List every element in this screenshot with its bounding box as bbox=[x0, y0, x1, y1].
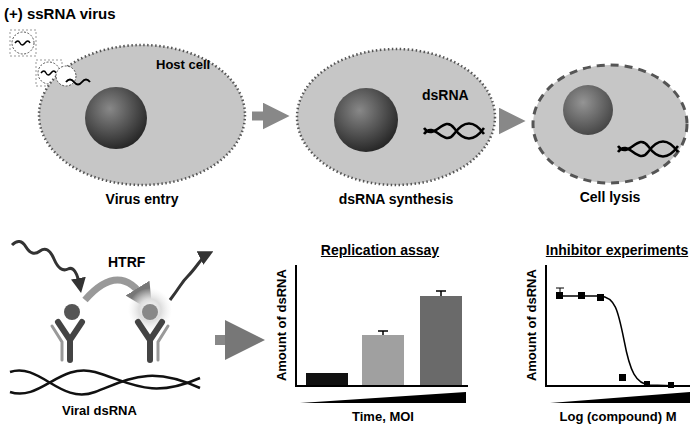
virus-icon bbox=[10, 30, 82, 86]
axis-label: Amount of dsRNA bbox=[525, 269, 539, 381]
step-caption: Virus entry bbox=[106, 192, 179, 207]
chart-title: Inhibitor experiments bbox=[546, 243, 688, 258]
cell-membrane bbox=[297, 49, 495, 185]
cell-membrane bbox=[533, 65, 687, 183]
htrf-illustration bbox=[10, 241, 245, 394]
process-arrow bbox=[252, 112, 267, 121]
bar-chart bbox=[295, 265, 468, 403]
axis-label: Log (compound) M bbox=[560, 410, 677, 424]
cell-membrane bbox=[39, 45, 245, 185]
cell-outline bbox=[294, 46, 498, 188]
dsrna-label: dsRNA bbox=[422, 88, 469, 103]
dose-response-chart bbox=[545, 265, 690, 403]
nucleus bbox=[334, 88, 398, 152]
virus-label: (+) ssRNA virus bbox=[4, 6, 116, 23]
step-caption: dsRNA synthesis bbox=[339, 192, 454, 207]
nucleus bbox=[85, 87, 147, 149]
chart-title: Replication assay bbox=[321, 243, 439, 258]
cell-label: Host cell bbox=[156, 58, 210, 72]
nucleus bbox=[563, 85, 613, 135]
host-cell: dsRNAdsRNA synthesis bbox=[294, 46, 498, 188]
cell-outline bbox=[36, 42, 248, 188]
step-caption: Cell lysis bbox=[580, 190, 641, 205]
axis-label: Time, MOI bbox=[352, 410, 414, 424]
process-arrow bbox=[502, 117, 503, 126]
method-label: HTRF bbox=[108, 255, 145, 270]
cell-outline bbox=[530, 62, 690, 186]
host-cell: Host cellVirus entry bbox=[36, 42, 248, 188]
host-cell: Cell lysis bbox=[530, 62, 690, 186]
axis-label: Amount of dsRNA bbox=[275, 269, 289, 381]
dsrna-label: Viral dsRNA bbox=[62, 404, 137, 418]
